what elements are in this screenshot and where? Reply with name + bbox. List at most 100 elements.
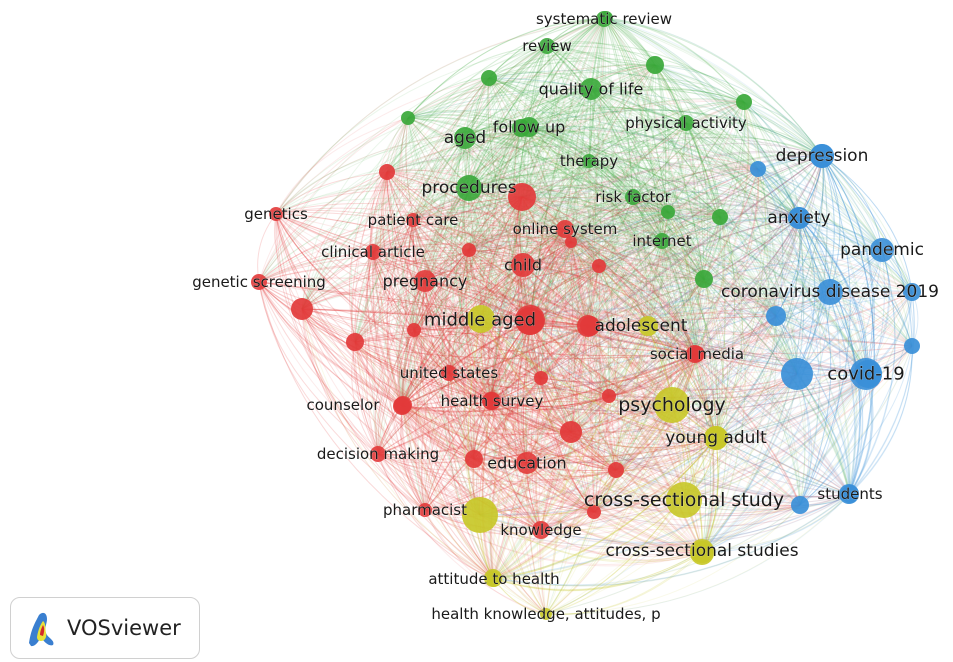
- node-label-young-adult[interactable]: young adult: [665, 428, 768, 449]
- node-health-knowledge-attitudes-p[interactable]: [540, 608, 552, 620]
- node-label-united-states[interactable]: united states: [399, 364, 499, 383]
- unlabeled-node[interactable]: [791, 496, 809, 514]
- node-label-aged[interactable]: aged: [443, 128, 486, 149]
- unlabeled-node[interactable]: [560, 421, 582, 443]
- node-label-quality-of-life[interactable]: quality of life: [538, 79, 644, 99]
- node-pregnancy[interactable]: [414, 270, 436, 292]
- node-label-online-system[interactable]: online system: [512, 220, 618, 239]
- node-middle-aged[interactable]: [515, 305, 545, 335]
- unlabeled-node[interactable]: [401, 111, 415, 125]
- node-label-students[interactable]: students: [817, 485, 883, 504]
- unlabeled-node[interactable]: [904, 338, 920, 354]
- node-label-procedures[interactable]: procedures: [421, 178, 517, 199]
- unlabeled-node[interactable]: [592, 259, 606, 273]
- node-online-system[interactable]: [556, 220, 574, 238]
- node-label-pregnancy[interactable]: pregnancy: [382, 271, 468, 291]
- node-cross-sectional-studies[interactable]: [690, 539, 714, 563]
- node-systematic-review[interactable]: [596, 11, 612, 27]
- node-pandemic[interactable]: [870, 238, 894, 262]
- unlabeled-node[interactable]: [587, 505, 601, 519]
- node-label-psychology[interactable]: psychology: [618, 394, 726, 417]
- node-genetics[interactable]: [269, 207, 283, 221]
- node-adolescent[interactable]: [577, 315, 599, 337]
- unlabeled-node[interactable]: [291, 298, 313, 320]
- node-label-decision-making[interactable]: decision making: [317, 445, 440, 464]
- unlabeled-node[interactable]: [602, 389, 616, 403]
- node-procedures[interactable]: [456, 175, 482, 201]
- vosviewer-badge[interactable]: VOSviewer: [10, 597, 200, 659]
- node-risk-factor[interactable]: [625, 189, 641, 205]
- node-label-attitude-to-health[interactable]: attitude to health: [428, 570, 560, 589]
- node-covid-19[interactable]: [850, 358, 882, 390]
- unlabeled-node[interactable]: [462, 497, 498, 533]
- node-label-physical-activity[interactable]: physical activity: [625, 114, 747, 133]
- node-therapy[interactable]: [582, 154, 596, 168]
- node-counselor[interactable]: [394, 396, 412, 414]
- node-label-covid-19[interactable]: covid-19: [827, 363, 905, 385]
- node-anxiety[interactable]: [788, 207, 810, 229]
- unlabeled-node[interactable]: [781, 358, 813, 390]
- node-label-follow-up[interactable]: follow up: [492, 117, 566, 137]
- unlabeled-node[interactable]: [465, 450, 483, 468]
- unlabeled-node[interactable]: [766, 306, 786, 326]
- node-label-cross-sectional-study[interactable]: cross-sectional study: [584, 489, 785, 512]
- node-label-patient-care[interactable]: patient care: [367, 211, 459, 230]
- unlabeled-node[interactable]: [379, 164, 395, 180]
- node-label-genetics[interactable]: genetics: [244, 205, 308, 224]
- node-united-states[interactable]: [441, 365, 457, 381]
- node-label-health-knowledge-attitudes-p[interactable]: health knowledge, attitudes, p: [431, 605, 661, 624]
- node-label-clinical-article[interactable]: clinical article: [321, 243, 425, 262]
- node-label-pandemic[interactable]: pandemic: [840, 240, 924, 261]
- unlabeled-node[interactable]: [467, 305, 495, 333]
- node-label-middle-aged[interactable]: middle aged: [424, 309, 537, 331]
- node-quality-of-life[interactable]: [580, 78, 602, 100]
- unlabeled-node[interactable]: [646, 56, 664, 74]
- node-label-genetic-screening[interactable]: genetic screening: [192, 273, 326, 292]
- node-review[interactable]: [539, 38, 555, 54]
- node-label-depression[interactable]: depression: [775, 146, 869, 167]
- node-physical-activity[interactable]: [678, 115, 694, 131]
- node-cross-sectional-study[interactable]: [666, 482, 702, 518]
- node-label-pharmacist[interactable]: pharmacist: [383, 501, 468, 520]
- node-label-cross-sectional-studies[interactable]: cross-sectional studies: [605, 541, 799, 562]
- node-patient-care[interactable]: [406, 213, 420, 227]
- unlabeled-node[interactable]: [638, 316, 658, 336]
- node-label-therapy[interactable]: therapy: [560, 152, 619, 171]
- node-label-adolescent[interactable]: adolescent: [594, 316, 688, 337]
- unlabeled-node[interactable]: [903, 283, 921, 301]
- unlabeled-node[interactable]: [346, 333, 364, 351]
- node-depression[interactable]: [810, 144, 834, 168]
- node-clinical-article[interactable]: [365, 244, 381, 260]
- node-label-child[interactable]: child: [504, 255, 543, 275]
- node-follow-up[interactable]: [519, 117, 539, 137]
- node-decision-making[interactable]: [370, 446, 386, 462]
- unlabeled-node[interactable]: [508, 183, 536, 211]
- unlabeled-node[interactable]: [462, 243, 476, 257]
- node-label-coronavirus-disease-2019[interactable]: coronavirus disease 2019: [721, 282, 940, 303]
- node-internet[interactable]: [654, 233, 670, 249]
- unlabeled-node[interactable]: [750, 161, 766, 177]
- unlabeled-node[interactable]: [481, 70, 497, 86]
- unlabeled-node[interactable]: [565, 236, 577, 248]
- node-pharmacist[interactable]: [418, 503, 432, 517]
- node-label-education[interactable]: education: [487, 453, 567, 473]
- node-label-knowledge[interactable]: knowledge: [500, 521, 582, 540]
- node-label-internet[interactable]: internet: [632, 232, 692, 251]
- node-label-risk-factor[interactable]: risk factor: [595, 188, 672, 207]
- unlabeled-node[interactable]: [608, 462, 624, 478]
- node-genetic-screening[interactable]: [251, 274, 267, 290]
- node-aged[interactable]: [454, 127, 476, 149]
- node-social-media[interactable]: [689, 346, 705, 362]
- unlabeled-node[interactable]: [736, 94, 752, 110]
- node-child[interactable]: [511, 253, 535, 277]
- node-label-systematic-review[interactable]: systematic review: [536, 10, 673, 29]
- node-label-health-survey[interactable]: health survey: [440, 392, 544, 411]
- unlabeled-node[interactable]: [407, 323, 421, 337]
- node-coronavirus-disease-2019[interactable]: [817, 279, 843, 305]
- node-education[interactable]: [516, 452, 538, 474]
- node-young-adult[interactable]: [704, 426, 728, 450]
- unlabeled-node[interactable]: [661, 205, 675, 219]
- node-attitude-to-health[interactable]: [486, 571, 502, 587]
- node-label-review[interactable]: review: [522, 37, 572, 56]
